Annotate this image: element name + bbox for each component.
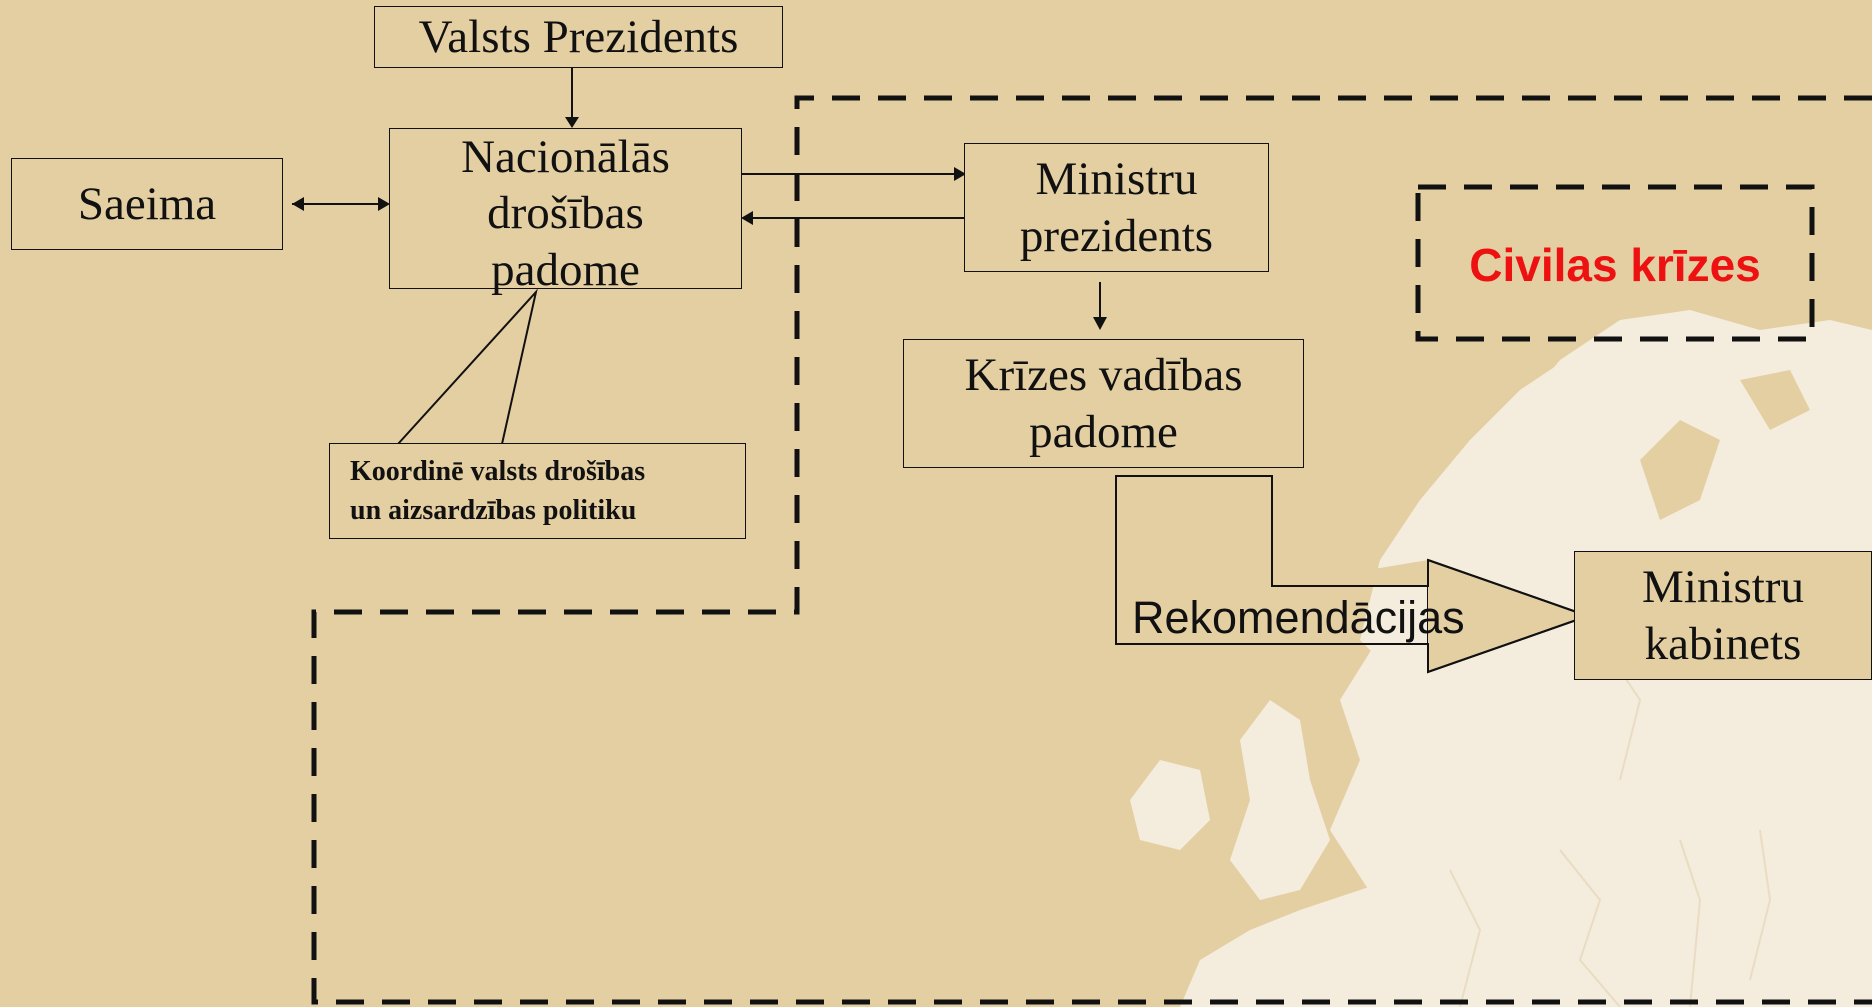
arrowhead-left-nds: [741, 211, 753, 225]
node-president: Valsts Prezidents: [374, 6, 783, 68]
arrowhead-down-kvp: [1093, 317, 1107, 330]
arrowhead-right-pm: [954, 167, 966, 181]
dashed-boundary-military: [311, 95, 1872, 1005]
node-cabinet-label: Ministru kabinets: [1642, 561, 1804, 670]
node-crisis-council: Krīzes vadības padome: [903, 339, 1304, 468]
civil-crisis-label: Civilas krīzes: [1469, 239, 1761, 291]
arrowhead-left-saeima: [292, 197, 304, 211]
node-president-label: Valsts Prezidents: [418, 10, 739, 63]
callout-text: Koordinē valsts drošības un aizsardzības…: [350, 455, 646, 526]
node-cabinet: Ministru kabinets: [1574, 551, 1872, 680]
arrowhead-right-nds: [378, 197, 390, 211]
arrowhead-down-president: [565, 117, 579, 128]
node-saeima: Saeima: [11, 158, 283, 250]
node-prime-minister: Ministru prezidents: [964, 143, 1269, 272]
node-nds: Nacionālās drošības padome: [389, 128, 742, 296]
node-prime-minister-label: Ministru prezidents: [1019, 153, 1214, 262]
node-nds-label: Nacionālās drošības padome: [461, 131, 670, 296]
recommendation-label: Rekomendācijas: [1132, 592, 1465, 643]
node-saeima-label: Saeima: [77, 177, 217, 230]
callout-pointer: [397, 288, 538, 445]
node-crisis-council-label: Krīzes vadības padome: [964, 349, 1243, 458]
callout-box: Koordinē valsts drošības un aizsardzības…: [329, 443, 746, 539]
dashed-boundary-civil: [1415, 184, 1815, 342]
recommendation-arrow-body: [1115, 475, 1592, 674]
